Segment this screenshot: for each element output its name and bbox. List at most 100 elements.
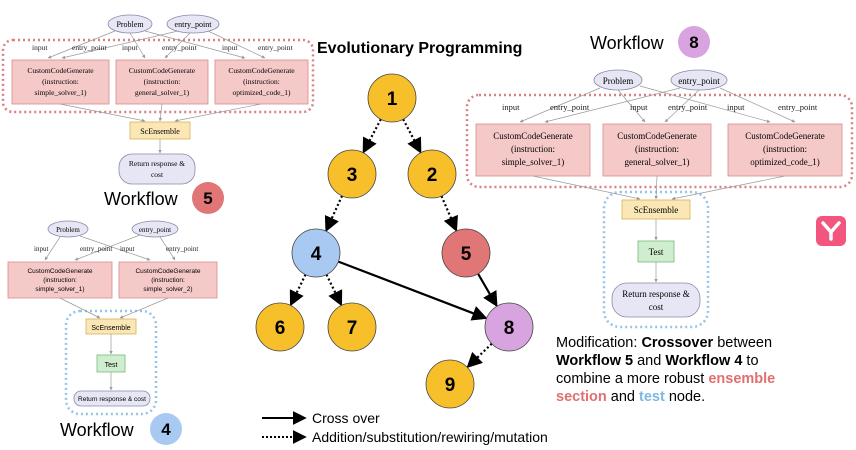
workflow-5-return-line1: Return response &: [129, 159, 185, 168]
caption-workflow-5: Workflow 5: [556, 353, 634, 369]
workflow-8-return-node: [611, 282, 701, 318]
brand-logo: [816, 216, 846, 246]
caption-to: to: [742, 353, 759, 369]
generator-instruction: (instruction:: [243, 77, 280, 86]
workflow-4-edge-label: input: [34, 245, 48, 253]
workflow-8-badge: [678, 26, 710, 58]
caption-and: and: [633, 353, 666, 369]
tree-node-label-3: 3: [347, 165, 358, 186]
tree-node-label-9: 9: [445, 375, 456, 396]
generator-solver: simple_solver_1): [34, 88, 87, 97]
caption-crossover: Crossover: [641, 335, 714, 351]
workflow-8-edge-label: input: [502, 102, 520, 112]
workflow-5-dashed-region: [1, 38, 315, 114]
generator-instruction: (instruction:: [42, 77, 79, 86]
caption-workflow-4: Workflow 4: [665, 353, 743, 369]
workflow-4-problem-label: Problem: [56, 226, 80, 234]
generator-name: CustomCodeGenerate: [617, 131, 696, 141]
workflow-8-edge-label: entry_point: [550, 102, 590, 112]
workflow-8: Workflow 8 Problem entry_point input ent…: [465, 26, 854, 329]
workflow-8-badge-label: 8: [689, 33, 698, 52]
caption-and-2: and: [606, 389, 640, 405]
workflow-4-return-label: Return response & cost: [78, 396, 146, 403]
workflow-5-return-line2: cost: [151, 170, 164, 179]
tree-node-label-5: 5: [461, 244, 472, 265]
workflow-8-edge-label: input: [630, 102, 648, 112]
generator-solver: optimized_code_1): [750, 157, 819, 167]
workflow-5-ensemble-label: ScEnsemble: [140, 127, 180, 136]
workflow-8-generator: CustomCodeGenerate (instruction: general…: [602, 123, 712, 177]
workflow-5-edge-label: input: [32, 43, 48, 52]
tree-node-8: [484, 302, 534, 352]
workflow-4-title: Workflow: [60, 420, 135, 440]
tree-edge-8-9: [466, 342, 493, 369]
workflow-4-test-label: Test: [105, 362, 118, 369]
caption-test: test: [639, 389, 665, 405]
tree-node-3: [327, 149, 377, 199]
workflow-8-test-node: [637, 240, 675, 263]
workflow-4-dashed-region: [64, 309, 158, 416]
generator-instruction: (instruction:: [144, 77, 181, 86]
legend-solid-label: Cross over: [312, 410, 380, 426]
workflow-4-generator: CustomCodeGenerate (instruction: simple_…: [7, 261, 113, 299]
workflow-8-test-label: Test: [649, 247, 664, 257]
workflow-5-edge-label: input: [122, 43, 138, 52]
workflow-4-ensemble-label: ScEnsemble: [91, 325, 130, 332]
workflow-4: Problem entry_point input entry_point in…: [7, 220, 218, 445]
tree-node-9: [425, 359, 475, 409]
generator-name: CustomCodeGenerate: [129, 66, 196, 75]
caption-between: between: [713, 335, 773, 351]
generator-instruction: (instruction:: [635, 144, 679, 154]
caption-combine: combine a more robust: [556, 371, 709, 387]
workflow-5-problem-label: Problem: [116, 20, 144, 29]
tree-node-label-6: 6: [275, 318, 286, 339]
tree-node-4: [291, 228, 341, 278]
generator-instruction: (instruction:: [763, 144, 807, 154]
workflow-5-badge-label: 5: [203, 189, 212, 208]
legend-dotted-label: Addition/substitution/rewiring/mutation: [312, 429, 548, 445]
workflow-8-generator: CustomCodeGenerate (instruction: optimiz…: [727, 123, 843, 177]
tree-edge-5-8: [477, 273, 498, 308]
caption-section: section: [556, 389, 607, 405]
workflow-5-ensemble-node: [129, 121, 191, 140]
generator-name: CustomCodeGenerate: [27, 268, 92, 275]
tree-node-label-4: 4: [311, 244, 322, 265]
workflow-4-problem-node: [47, 220, 89, 238]
tree-edge-2-5: [440, 195, 458, 232]
tree-edge-4-8: [338, 260, 488, 321]
workflow-8-ensemble-node: [621, 199, 691, 220]
generator-solver: optimized_code_1): [233, 88, 291, 97]
workflow-5-edge-label: input: [222, 43, 238, 52]
workflow-5-return-node: [118, 153, 196, 185]
workflow-4-edge-label: entry_point: [80, 245, 112, 253]
tree-node-2: [407, 149, 457, 199]
generator-instruction: (instruction:: [511, 144, 555, 154]
workflow-4-badge-label: 4: [161, 420, 171, 439]
tree-node-1: [367, 73, 417, 123]
generator-solver: general_solver_1): [135, 88, 190, 97]
generator-name: CustomCodeGenerate: [27, 66, 94, 75]
tree-node-label-7: 7: [347, 318, 358, 339]
generator-solver: general_solver_1): [625, 157, 690, 167]
workflow-4-entry-point-label: entry_point: [139, 226, 171, 234]
generator-solver: simple_solver_1): [35, 286, 84, 293]
workflow-4-edge-label: input: [120, 245, 134, 253]
generator-name: CustomCodeGenerate: [493, 131, 572, 141]
tree-node-5: [441, 228, 491, 278]
workflow-5-edge-label: entry_point: [162, 43, 197, 52]
workflow-8-return-line1: Return response &: [622, 289, 690, 299]
workflow-5-badge: [192, 182, 224, 214]
workflow-8-edge-label: input: [727, 102, 745, 112]
workflow-4-badge: [150, 413, 182, 445]
diagram-title: Evolutionary Programming: [317, 40, 522, 57]
tree-edge-3-4: [324, 195, 344, 233]
workflow-8-edge-label: entry_point: [668, 102, 708, 112]
tree-node-6: [255, 302, 305, 352]
generator-solver: simple_solver_2): [143, 286, 192, 293]
generator-name: CustomCodeGenerate: [228, 66, 295, 75]
legend: Cross over Addition/substitution/rewirin…: [262, 410, 548, 445]
workflow-8-entry-point-label: entry_point: [678, 76, 720, 86]
workflow-5-entry-point-label: entry_point: [175, 20, 213, 29]
